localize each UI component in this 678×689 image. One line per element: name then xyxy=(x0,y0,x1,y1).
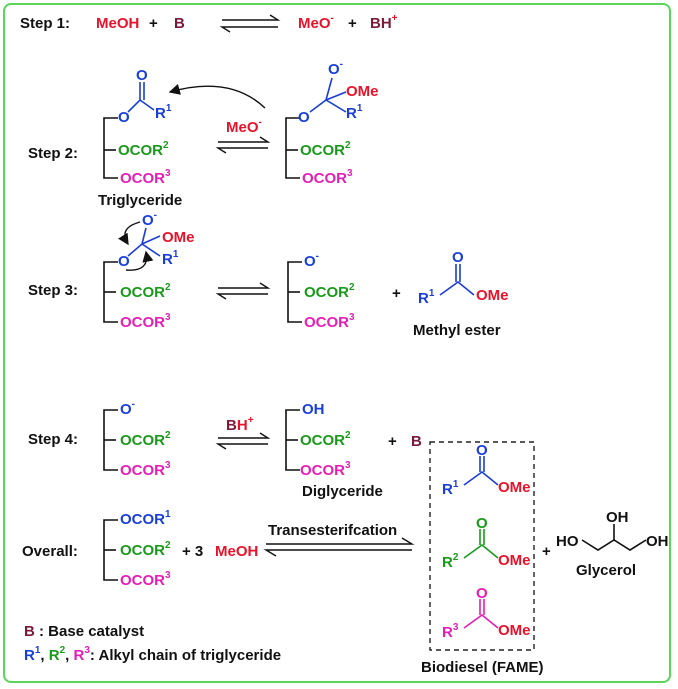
fame1-o: O xyxy=(476,442,488,459)
step3-intermediate xyxy=(103,221,161,323)
glycerol-label: Glycerol xyxy=(576,562,636,579)
overall-triglyceride xyxy=(103,519,118,581)
dg-ocor2: OCOR2 xyxy=(300,430,351,449)
fame-box xyxy=(429,441,535,651)
tg-ester-o: O xyxy=(118,109,130,126)
diglyceride-label: Diglyceride xyxy=(302,483,383,500)
fame2-r: R2 xyxy=(442,552,459,571)
tg-ocor3: OCOR3 xyxy=(120,168,171,187)
s3p-o-minus: O- xyxy=(304,251,319,270)
triglyceride-label: Triglyceride xyxy=(98,192,182,209)
step4-reagent: BH+ xyxy=(226,415,254,434)
step3-equilibrium-arrow xyxy=(215,282,271,300)
fame1-structure xyxy=(463,456,499,486)
ov-ocor2: OCOR2 xyxy=(120,540,171,559)
legend-base: B : Base catalyst xyxy=(24,623,144,640)
fame2-o: O xyxy=(476,515,488,532)
biodiesel-label: Biodiesel (FAME) xyxy=(421,659,544,676)
step2-reagent: MeO- xyxy=(226,117,262,136)
dg-ocor3: OCOR3 xyxy=(300,460,351,479)
step1-plus2: + xyxy=(348,15,357,32)
s3-ocor3: OCOR3 xyxy=(120,312,171,331)
glycerol-structure xyxy=(581,524,647,551)
glycerol-oh-top: OH xyxy=(606,509,629,526)
int-ome: OMe xyxy=(346,83,379,100)
figure-frame xyxy=(3,3,671,683)
step4-alkoxide xyxy=(103,409,118,471)
step4-equilibrium-arrow xyxy=(215,432,271,450)
fame2-ome: OMe xyxy=(498,552,531,569)
step1-methoxide: MeO- xyxy=(298,13,334,32)
step1-plus: + xyxy=(149,15,158,32)
s4-plus: + xyxy=(388,433,397,450)
dg-oh: OH xyxy=(302,401,325,418)
step1-meoh: MeOH xyxy=(96,15,139,32)
step1-base: B xyxy=(174,15,185,32)
fame1-ome: OMe xyxy=(498,479,531,496)
step1-equilibrium-arrow xyxy=(219,14,281,33)
ov-ocor1: OCOR1 xyxy=(120,509,171,528)
fame3-ome: OMe xyxy=(498,622,531,639)
triglyceride-structure xyxy=(103,82,155,179)
s3-o-minus: O- xyxy=(142,210,157,229)
legend-alkyl: R1, R2, R3: Alkyl chain of triglyceride xyxy=(24,645,281,664)
tg-r1: R1 xyxy=(155,103,172,122)
s3p-ocor2: OCOR2 xyxy=(304,282,355,301)
methyl-ester-structure xyxy=(439,264,475,296)
tg-ocor2: OCOR2 xyxy=(118,140,169,159)
me-o: O xyxy=(452,249,464,266)
s3-plus: + xyxy=(392,285,401,302)
ov-plus-3: + 3 xyxy=(182,543,203,560)
glycerol-ho: HO xyxy=(556,533,579,550)
step1-protonated-base: BH+ xyxy=(370,13,398,32)
overall-equilibrium-arrow xyxy=(263,537,415,557)
step2-attack-arrow xyxy=(168,83,266,109)
step2-label: Step 2: xyxy=(28,145,78,162)
step4-label: Step 4: xyxy=(28,431,78,448)
s3-o: O xyxy=(118,253,130,270)
me-ome: OMe xyxy=(476,287,509,304)
fame3-r: R3 xyxy=(442,622,459,641)
s4-ocor3: OCOR3 xyxy=(120,460,171,479)
int-ocor2: OCOR2 xyxy=(300,140,351,159)
step3-alkoxide xyxy=(287,261,302,323)
s3p-ocor3: OCOR3 xyxy=(304,312,355,331)
methyl-ester-label: Methyl ester xyxy=(413,322,501,339)
fame2-structure xyxy=(463,529,499,559)
step2-equilibrium-arrow xyxy=(215,136,271,154)
s4-base: B xyxy=(411,433,422,450)
tetrahedral-intermediate xyxy=(285,77,347,179)
glycerol-oh-right: OH xyxy=(646,533,669,550)
transesterification-label: Transesterifcation xyxy=(268,522,397,539)
fame1-r: R1 xyxy=(442,479,459,498)
ov-meoh: MeOH xyxy=(215,543,258,560)
step1-label: Step 1: xyxy=(20,15,70,32)
int-ocor3: OCOR3 xyxy=(302,168,353,187)
ov-plus: + xyxy=(542,543,551,560)
ov-ocor3: OCOR3 xyxy=(120,570,171,589)
me-r1: R1 xyxy=(418,288,435,307)
overall-label: Overall: xyxy=(22,543,78,560)
int-o-minus: O- xyxy=(328,59,343,78)
s4-ocor2: OCOR2 xyxy=(120,430,171,449)
s3-ocor2: OCOR2 xyxy=(120,282,171,301)
int-r1: R1 xyxy=(346,103,363,122)
diglyceride-structure xyxy=(285,409,300,471)
fame3-structure xyxy=(463,599,499,629)
tg-carbonyl-o: O xyxy=(136,67,148,84)
s4-o-minus: O- xyxy=(120,399,135,418)
s3-ome: OMe xyxy=(162,229,195,246)
step3-label: Step 3: xyxy=(28,282,78,299)
fame3-o: O xyxy=(476,585,488,602)
s3-r1: R1 xyxy=(162,249,179,268)
int-o: O xyxy=(298,109,310,126)
